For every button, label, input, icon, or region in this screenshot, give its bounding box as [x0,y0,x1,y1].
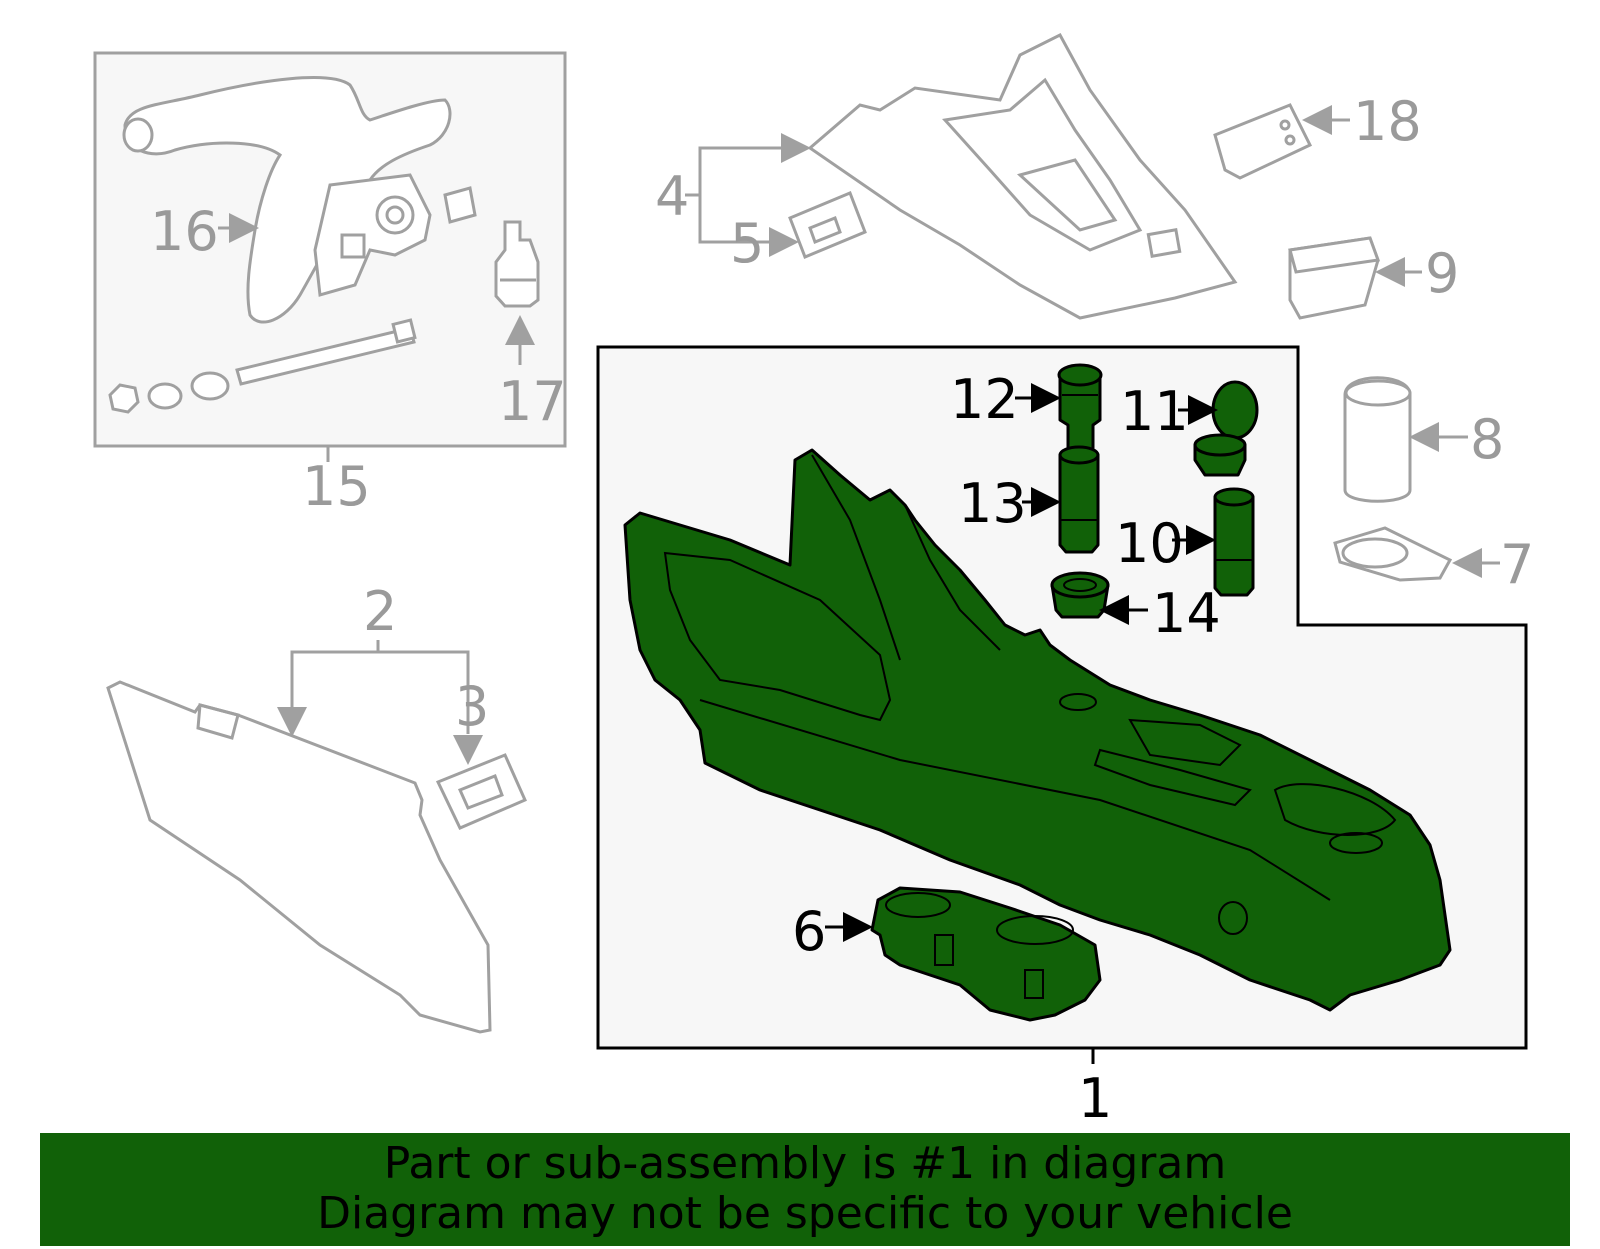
banner-line-2: Diagram may not be specific to your vehi… [317,1188,1293,1239]
callout-15: 15 [302,455,371,518]
callout-1: 1 [1078,1067,1112,1130]
part-7-cup-insert[interactable] [1333,526,1453,582]
brake-hardware [108,318,417,414]
part-16-brake-lever[interactable] [122,76,477,324]
callout-6: 6 [792,900,826,963]
callout-2: 2 [363,580,397,643]
callout-18: 18 [1353,90,1422,153]
part-2-trim-panel[interactable] [106,680,492,1034]
parts-diagram: 16 17 15 4 5 18 9 [93,33,1534,1130]
callout-9: 9 [1425,242,1459,305]
part-1-console[interactable] [623,448,1452,1012]
callout-11: 11 [1120,380,1189,443]
callout-16: 16 [150,200,219,263]
callout-4: 4 [655,165,689,228]
part-6-cup-holder[interactable] [870,886,1102,1022]
part-11-outlet-cap[interactable] [1193,380,1259,477]
part-8-cup-liner[interactable] [1343,376,1412,503]
part-13-socket[interactable] [1058,445,1100,554]
callout-17: 17 [498,370,567,433]
bracket-2 [290,650,470,734]
part-5-clip[interactable] [788,191,867,259]
part-9-switch[interactable] [1288,236,1381,320]
part-17-switch[interactable] [494,220,540,308]
part-18-switch-module[interactable] [1213,103,1313,180]
callout-14: 14 [1152,582,1221,645]
callout-13: 13 [958,472,1027,535]
part-14-ring[interactable] [1050,571,1110,619]
callout-10: 10 [1115,512,1184,575]
callout-12: 12 [950,368,1019,431]
part-4-trim-plate[interactable] [807,33,1238,320]
callout-3: 3 [455,675,489,738]
callout-8: 8 [1470,408,1504,471]
part-3-clip[interactable] [435,753,527,830]
part-10-socket[interactable] [1213,487,1255,597]
callout-5: 5 [730,212,764,275]
callout-7: 7 [1500,533,1534,596]
info-banner: Part or sub-assembly is #1 in diagram Di… [40,1133,1570,1246]
banner-line-1: Part or sub-assembly is #1 in diagram [383,1138,1227,1189]
